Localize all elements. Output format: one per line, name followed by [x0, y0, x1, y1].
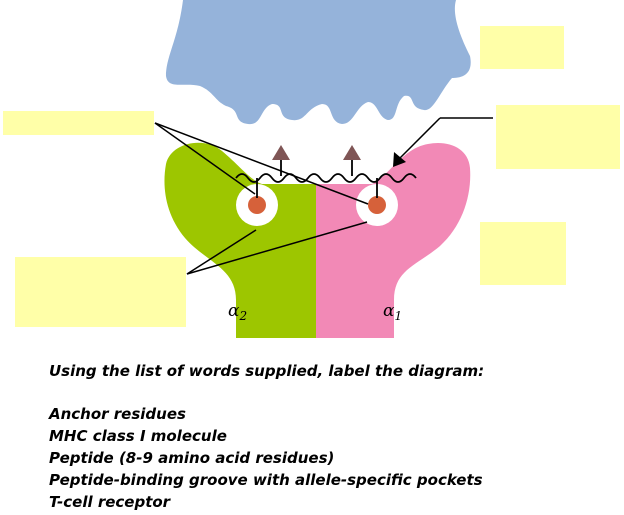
word-list-item: T-cell receptor [49, 493, 171, 511]
arrow-head [393, 152, 406, 167]
label-box-peptide[interactable] [496, 105, 620, 169]
alpha1-label: α1 [383, 301, 402, 323]
instructions-prompt: Using the list of words supplied, label … [49, 362, 485, 380]
mhc-alpha1-domain [316, 143, 471, 338]
peptide-chain [235, 173, 417, 183]
t-cell-receptor-shape [166, 0, 471, 125]
anchor-residue-dot [368, 196, 386, 214]
word-list-item: Anchor residues [49, 405, 186, 423]
label-box-binding-groove[interactable] [15, 257, 186, 327]
label-box-tcr[interactable] [480, 26, 564, 69]
word-list-item: Peptide (8-9 amino acid residues) [49, 449, 335, 467]
up-arrow [343, 145, 361, 160]
word-list-item: Peptide-binding groove with allele-speci… [49, 471, 483, 489]
mhc-peptide-diagram: α2 α1 [154, 0, 493, 338]
up-arrow [272, 145, 290, 160]
label-box-anchor-residues[interactable] [3, 111, 154, 135]
leader-lines [154, 117, 493, 275]
word-list-item: MHC class I molecule [49, 427, 227, 445]
anchor-residue-dot [248, 196, 266, 214]
alpha2-label: α2 [228, 301, 247, 323]
label-box-mhc-class-i[interactable] [480, 222, 566, 285]
word-list: Anchor residues MHC class I molecule Pep… [49, 403, 483, 513]
